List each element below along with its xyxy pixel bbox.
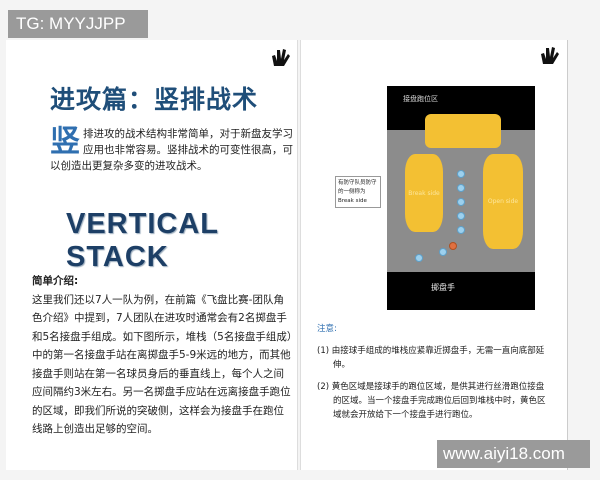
defender-dot — [449, 242, 457, 250]
watermark-bottom: www.aiyi18.com — [437, 440, 590, 468]
right-page: 接盘跑位区 Break side Open side 掷盘手 有防守队员防守的一… — [300, 40, 568, 470]
section: 简单介绍: 这里我们还以7人一队为例，在前篇《飞盘比赛-团队角色介绍》中提到，7… — [32, 272, 294, 439]
notes: 注意: (1) 由接球手组成的堆栈应紧靠近掷盘手，无需一直向底部延伸。 (2) … — [317, 322, 547, 430]
intro-text: 排进攻的战术结构非常简单，对于新盘友学习应用也非常容易。竖排战术的可变性很高，可… — [50, 128, 293, 172]
break-side-zone: Break side — [405, 154, 443, 232]
thrower-label: 掷盘手 — [431, 283, 455, 292]
page-title: 进攻篇：竖排战术 — [50, 85, 259, 114]
receiver-dot — [457, 198, 465, 206]
note-item: (1) 由接球手组成的堆栈应紧靠近掷盘手，无需一直向底部延伸。 — [317, 346, 545, 370]
thrower-dot — [415, 254, 423, 262]
vertical-stack-diagram: 接盘跑位区 Break side Open side 掷盘手 — [387, 86, 535, 310]
deep-zone — [425, 114, 501, 148]
watermark-top: TG: MYYJJPP — [8, 10, 148, 38]
hand-logo-icon — [272, 49, 290, 66]
zone-label: 接盘跑位区 — [403, 95, 438, 103]
receiver-dot — [457, 212, 465, 220]
hand-logo-icon — [541, 47, 559, 64]
note-item: (2) 黄色区域是接球手的跑位区域，是供其进行丝滑跑位接盘的区域。当一个接盘手完… — [317, 382, 546, 420]
notes-heading: 注意: — [317, 324, 337, 334]
subtitle: VERTICAL STACK — [66, 208, 219, 273]
receiver-dot — [457, 226, 465, 234]
receiver-dot — [457, 184, 465, 192]
section-heading: 简单介绍: — [32, 275, 79, 287]
intro-paragraph: 竖排进攻的战术结构非常简单，对于新盘友学习应用也非常容易。竖排战术的可变性很高，… — [50, 126, 294, 174]
section-body: 这里我们还以7人一队为例，在前篇《飞盘比赛-团队角色介绍》中提到，7人团队在进攻… — [32, 293, 293, 436]
left-page: 进攻篇：竖排战术 竖排进攻的战术结构非常简单，对于新盘友学习应用也非常容易。竖排… — [6, 40, 298, 470]
drop-cap: 竖 — [50, 124, 80, 159]
receiver-dot — [457, 170, 465, 178]
open-side-zone: Open side — [483, 154, 523, 249]
callout-box: 有防守队员防守的一侧称为Break side — [335, 176, 381, 208]
thrower-dot — [439, 248, 447, 256]
